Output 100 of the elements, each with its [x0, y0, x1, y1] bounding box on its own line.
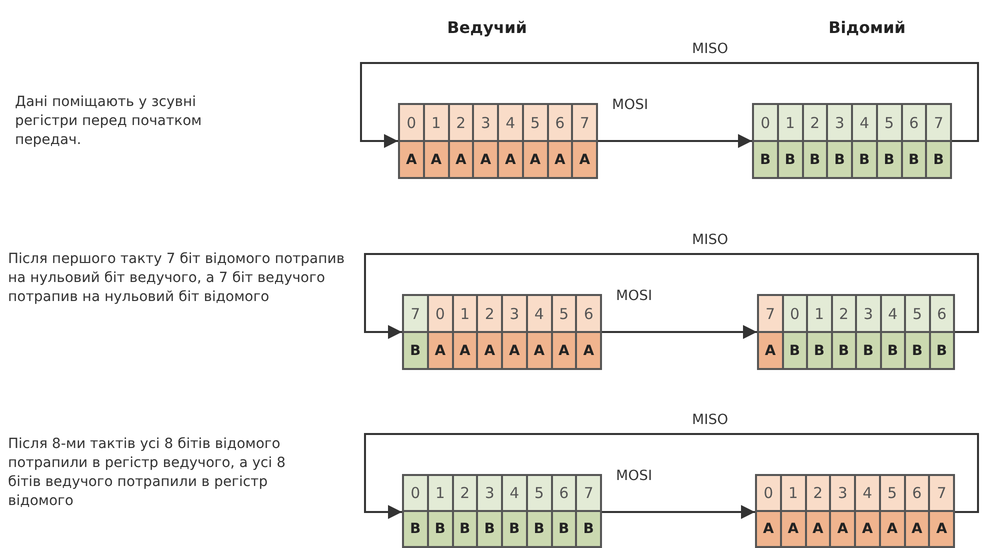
bit-value-cell: B: [778, 141, 802, 178]
bit-index-cell: 1: [807, 295, 832, 332]
bit-value-cell: A: [904, 511, 930, 547]
step-description: Після першого такту 7 біт відомого потрапив на нульовий біт ведучого, а 7 біт ведучого потрапив на нульовий біт відомого: [8, 250, 346, 307]
bit-index-cell: 3: [477, 475, 502, 511]
bit-value-cell: A: [477, 332, 502, 369]
bit-index-cell: 6: [552, 475, 576, 511]
bit-value-cell: B: [428, 511, 452, 547]
bit-value-cell: A: [522, 141, 548, 178]
bit-index-cell: 3: [830, 475, 855, 511]
bit-index-cell: 1: [424, 104, 448, 141]
bit-index-cell: 2: [477, 295, 502, 332]
bit-index-cell: 6: [548, 104, 572, 141]
bit-value-cell: A: [780, 511, 806, 547]
bit-value-cell: B: [526, 511, 552, 547]
bit-value-cell: B: [856, 332, 880, 369]
bit-value-cell: B: [926, 141, 951, 178]
bit-value-cell: B: [502, 511, 527, 547]
bit-value-cell: B: [807, 332, 832, 369]
shift-register: [398, 103, 598, 179]
column-heading: Відомий: [827, 18, 907, 37]
bit-value-cell: B: [827, 141, 852, 178]
bit-index-cell: 7: [572, 104, 597, 141]
bit-value-cell: A: [552, 332, 576, 369]
bit-index-cell: 5: [905, 295, 930, 332]
bit-index-cell: 5: [552, 295, 576, 332]
bit-index-cell: 4: [498, 104, 523, 141]
bit-index-cell: 5: [876, 104, 902, 141]
bit-value-cell: A: [448, 141, 474, 178]
bit-index-cell: 4: [880, 295, 905, 332]
bit-value-cell: A: [830, 511, 855, 547]
bit-index-cell: 6: [930, 295, 954, 332]
shift-register: [402, 294, 602, 370]
bit-index-cell: 0: [399, 104, 424, 141]
bit-index-cell: 2: [832, 295, 856, 332]
bit-value-cell: A: [880, 511, 904, 547]
shift-register: [402, 474, 602, 548]
bit-index-cell: 5: [522, 104, 548, 141]
connector-arrow: [364, 433, 979, 519]
bit-index-cell: 1: [428, 475, 452, 511]
bit-value-cell: B: [753, 141, 778, 178]
bit-value-cell: B: [452, 511, 478, 547]
bit-index-cell: 3: [827, 104, 852, 141]
bit-value-cell: A: [424, 141, 448, 178]
bit-value-cell: A: [806, 511, 830, 547]
bit-index-cell: 7: [758, 295, 782, 332]
connector-arrow: [598, 134, 752, 148]
bit-value-cell: B: [930, 332, 954, 369]
bit-index-cell: 5: [880, 475, 904, 511]
step-description: Дані поміщають у зсувні регістри перед початком передач.: [15, 93, 203, 150]
bit-value-cell: B: [880, 332, 905, 369]
bit-index-cell: 3: [856, 295, 880, 332]
bit-index-cell: 4: [526, 295, 552, 332]
bit-index-cell: 2: [448, 104, 474, 141]
bit-index-cell: 4: [852, 104, 877, 141]
bit-value-cell: A: [756, 511, 781, 547]
bit-value-cell: B: [477, 511, 502, 547]
bit-index-cell: 6: [902, 104, 926, 141]
shift-register: [757, 294, 955, 370]
bit-index-cell: 2: [452, 475, 478, 511]
bit-index-cell: 3: [502, 295, 527, 332]
bit-value-cell: B: [832, 332, 856, 369]
bit-value-cell: A: [526, 332, 552, 369]
bit-value-cell: A: [502, 332, 527, 369]
bit-index-cell: 0: [782, 295, 807, 332]
bit-value-cell: A: [399, 141, 424, 178]
bit-index-cell: 2: [802, 104, 828, 141]
bit-index-cell: 0: [403, 475, 428, 511]
bit-index-cell: 1: [778, 104, 802, 141]
bit-index-cell: 7: [926, 104, 951, 141]
bit-value-cell: A: [855, 511, 880, 547]
bit-value-cell: A: [498, 141, 523, 178]
connector-arrow: [364, 253, 979, 339]
bit-index-cell: 7: [576, 475, 601, 511]
bit-value-cell: A: [758, 332, 782, 369]
bit-value-cell: A: [548, 141, 572, 178]
bit-index-cell: 2: [806, 475, 830, 511]
step-description: Після 8-ми тактів усі 8 бітів відомого потрапили в регістр ведучого, а усі 8 бітів ведучого потрапили в регістр відомого: [8, 435, 286, 511]
bit-value-cell: A: [452, 332, 478, 369]
shift-register: [755, 474, 955, 548]
bit-index-cell: 0: [753, 104, 778, 141]
bit-index-cell: 4: [855, 475, 880, 511]
shift-register: [752, 103, 952, 179]
bit-value-cell: B: [782, 332, 807, 369]
bit-index-cell: 6: [576, 295, 601, 332]
bit-value-cell: B: [876, 141, 902, 178]
bit-value-cell: A: [929, 511, 954, 547]
bit-value-cell: A: [572, 141, 597, 178]
connector-arrow: [602, 505, 755, 519]
column-heading: Ведучий: [446, 18, 528, 37]
bit-index-cell: 4: [502, 475, 527, 511]
connector-arrow: [602, 325, 757, 339]
bit-index-cell: 3: [473, 104, 498, 141]
bit-value-cell: B: [552, 511, 576, 547]
bit-value-cell: B: [403, 332, 428, 369]
bit-index-cell: 1: [780, 475, 806, 511]
bit-index-cell: 6: [904, 475, 930, 511]
bit-value-cell: B: [802, 141, 828, 178]
bit-index-cell: 0: [428, 295, 452, 332]
bit-index-cell: 0: [756, 475, 781, 511]
